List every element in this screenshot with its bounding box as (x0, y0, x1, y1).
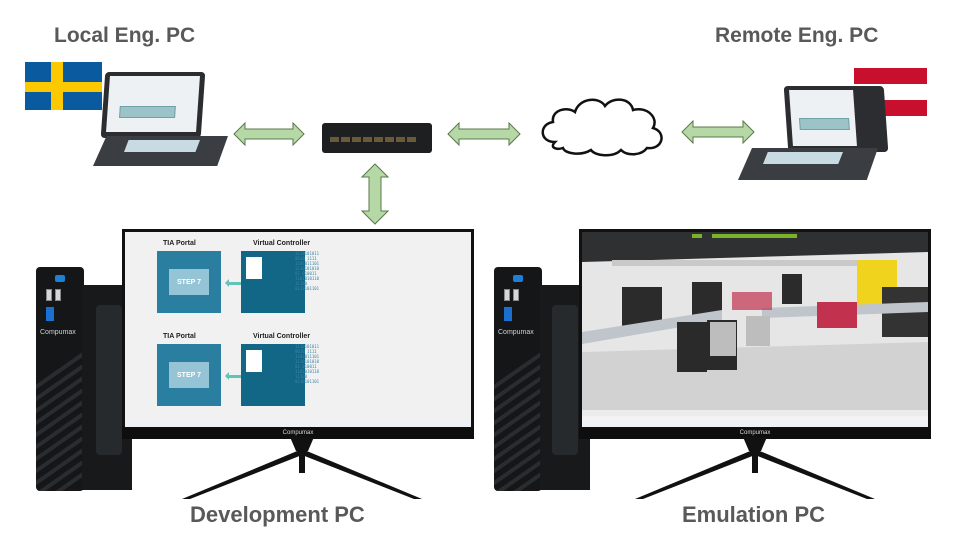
remote-eng-pc-label: Remote Eng. PC (715, 24, 879, 47)
development-pc-label: Development PC (190, 502, 365, 527)
local-eng-pc-label: Local Eng. PC (54, 24, 196, 47)
emulation-monitor: Compumax (579, 229, 931, 499)
monitor-stand (182, 437, 422, 499)
tia-portal-title: TIA Portal (163, 240, 196, 247)
arrow-local-to-switch (233, 121, 305, 147)
remote-laptop-icon (738, 84, 889, 190)
development-pc-side-panel (96, 305, 122, 455)
tia-portal-box: STEP 7 (157, 344, 221, 406)
sweden-flag-icon (25, 62, 102, 110)
toggle-indicator (692, 234, 702, 238)
tia-portal-title: TIA Portal (163, 333, 196, 340)
local-laptop-icon (88, 70, 233, 180)
internet-cloud-icon (541, 98, 663, 157)
monitor-brand: Compumax (579, 427, 931, 439)
emulation-toolbar-buttons (712, 234, 797, 238)
taskbar (125, 420, 471, 427)
emulation-status-bar (582, 416, 928, 420)
emulation-pc-label: Emulation PC (682, 502, 826, 527)
emulation-screen (582, 232, 928, 420)
emulation-pc-side-panel (552, 305, 578, 455)
binary-pattern: 1110101011 0010 1111 1101011101 11101010… (295, 251, 320, 291)
arrow-cloud-to-remote (681, 119, 755, 145)
development-screen: TIA Portal Virtual Controller STEP 7 111… (125, 232, 471, 420)
step7-label: STEP 7 (169, 362, 209, 388)
virtual-controller-title: Virtual Controller (253, 240, 311, 247)
development-monitor: TIA Portal Virtual Controller STEP 7 111… (122, 229, 474, 499)
arrow-switch-to-cloud (447, 121, 521, 147)
network-switch-icon (322, 123, 432, 153)
arrow-switch-to-dev (361, 163, 389, 225)
virtual-controller-title: Virtual Controller (253, 333, 311, 340)
monitor-stand (635, 437, 875, 499)
taskbar (582, 420, 928, 427)
emulation-pc-tower: Compumax (494, 267, 542, 491)
monitor-brand: Compumax (122, 427, 474, 439)
binary-pattern: 1110101011 0010 1111 1101011101 11101010… (295, 344, 320, 384)
development-pc-tower: Compumax (36, 267, 84, 491)
step7-label: STEP 7 (169, 269, 209, 295)
tia-portal-box: STEP 7 (157, 251, 221, 313)
virtual-controller-box (241, 344, 305, 406)
factory-3d-scene (582, 232, 928, 420)
virtual-controller-box (241, 251, 305, 313)
